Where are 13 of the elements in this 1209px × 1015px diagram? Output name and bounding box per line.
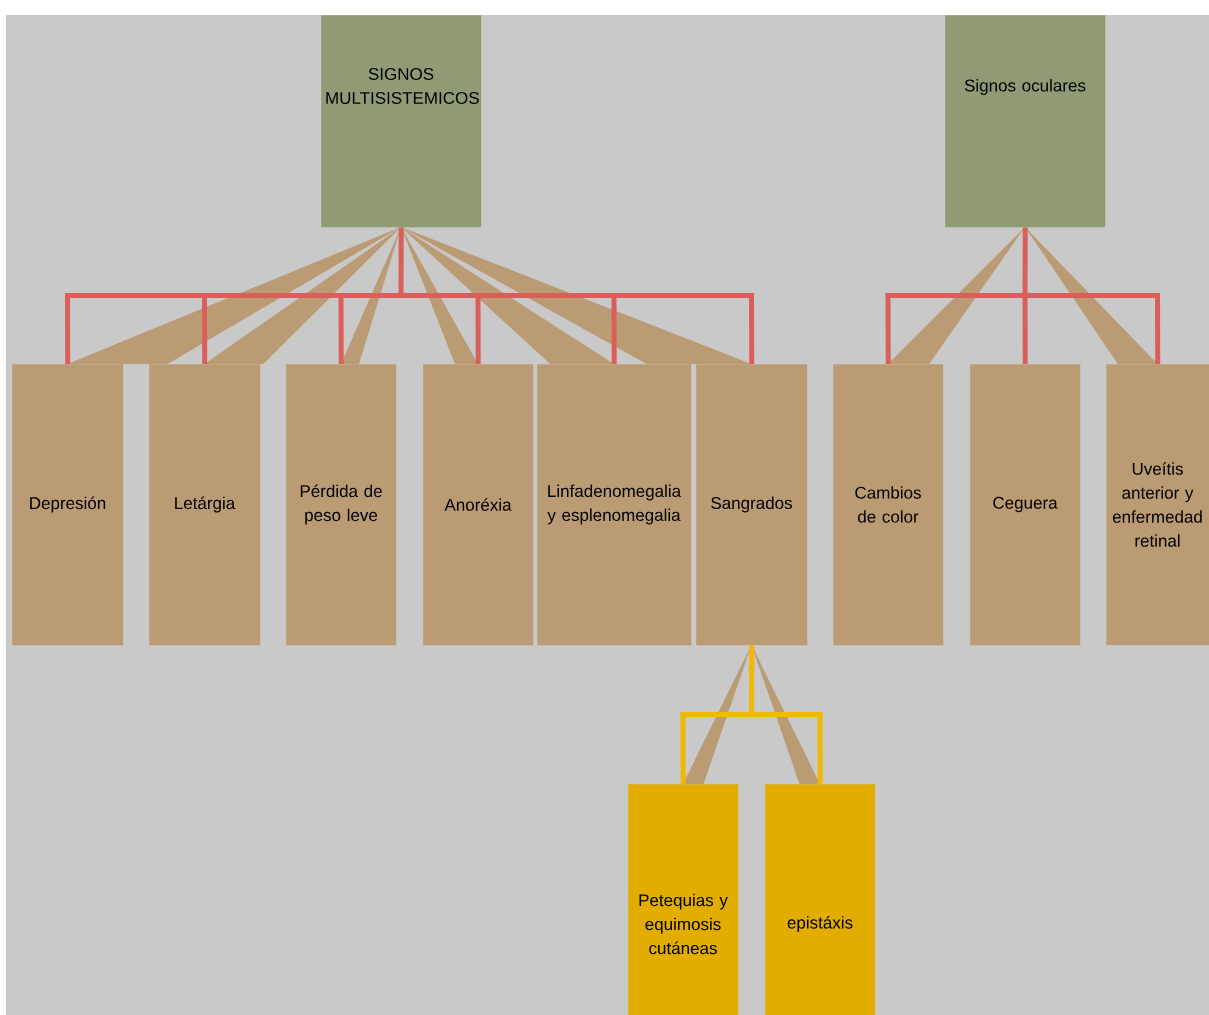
sign-box: Linfadenomegalia y esplenomegalia: [537, 364, 692, 646]
sign-box: Cambios de color: [833, 364, 944, 646]
sign-box: Ceguera: [970, 364, 1081, 646]
sign-box: Uveítis anterior y enfermedad retinal: [1106, 364, 1209, 646]
node-label: Linfadenomegalia y esplenomegalia: [547, 484, 682, 525]
sub-sign-box: Petequias y equimosis cutáneas: [628, 784, 739, 1015]
category-box: SIGNOS MULTISISTEMICOS: [321, 15, 482, 228]
sign-box: Letárgia: [149, 364, 261, 646]
node-label: Letárgia: [175, 496, 236, 513]
sub-sign-box: epistáxis: [765, 784, 876, 1015]
sign-box: Anoréxia: [423, 364, 534, 646]
sign-box: Depresión: [12, 364, 124, 646]
category-box: Signos oculares: [945, 15, 1106, 228]
